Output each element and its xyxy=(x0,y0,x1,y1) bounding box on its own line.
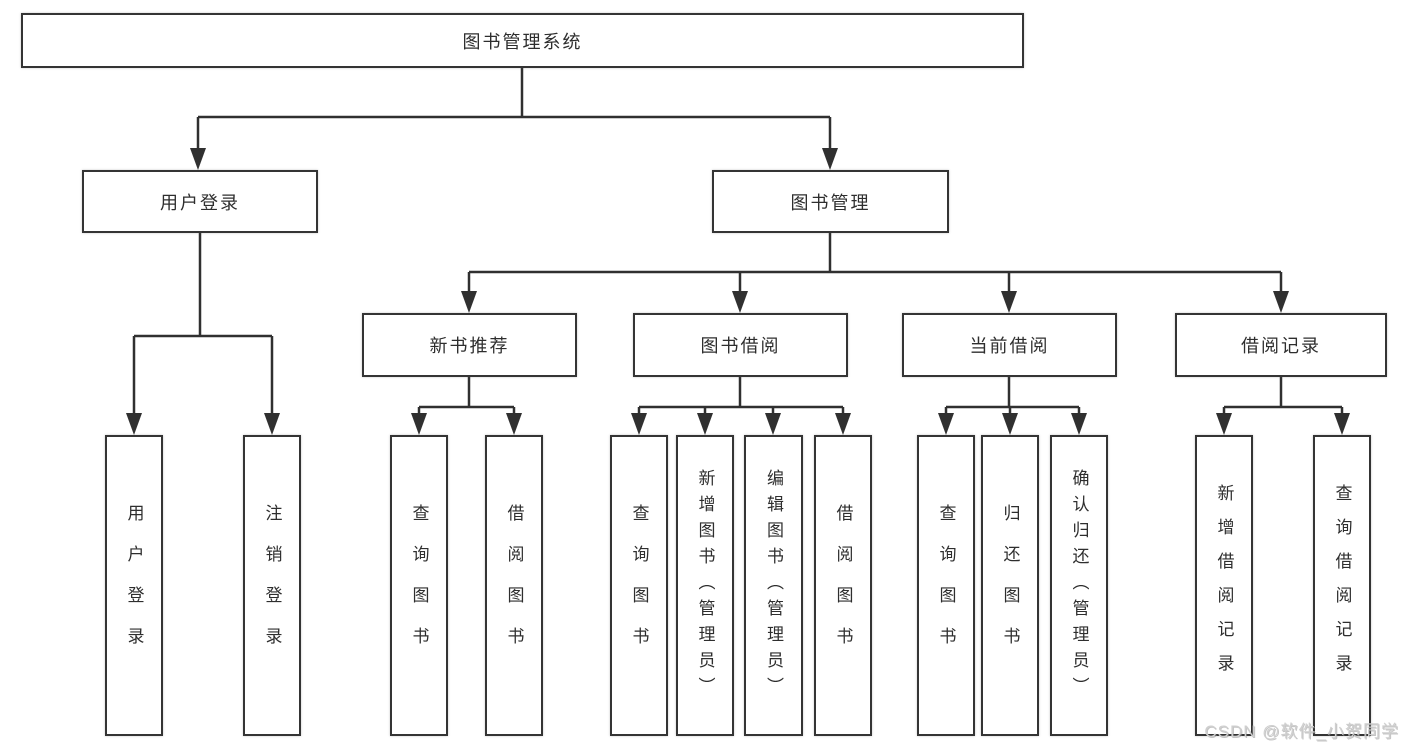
arrowheads xyxy=(126,148,1350,435)
leaf-logout-label: 注销登录 xyxy=(262,503,282,668)
leaf-query-books-borrow-label: 查询图书 xyxy=(629,503,649,668)
leaf-query-borrow-record: 查询借阅记录 xyxy=(1313,435,1371,736)
leaf-query-borrow-record-label: 查询借阅记录 xyxy=(1332,483,1352,688)
leaf-add-book-admin: 新增图书（管理员） xyxy=(676,435,734,736)
leaf-add-borrow-record-label: 新增借阅记录 xyxy=(1214,483,1234,688)
node-borrow-records: 借阅记录 xyxy=(1175,313,1387,377)
leaf-query-books-current: 查询图书 xyxy=(917,435,975,736)
node-new-book-recommend: 新书推荐 xyxy=(362,313,577,377)
leaf-return-books-label: 归还图书 xyxy=(1000,503,1020,668)
leaf-query-books-recommend-label: 查询图书 xyxy=(409,503,429,668)
leaf-add-book-admin-label: 新增图书（管理员） xyxy=(695,468,715,703)
leaf-logout: 注销登录 xyxy=(243,435,301,736)
leaf-edit-book-admin-label: 编辑图书（管理员） xyxy=(764,468,783,703)
leaf-query-books-recommend: 查询图书 xyxy=(390,435,448,736)
leaf-user-login-label: 用户登录 xyxy=(124,503,144,668)
node-book-borrow: 图书借阅 xyxy=(633,313,848,377)
node-current-borrow: 当前借阅 xyxy=(902,313,1117,377)
leaf-borrow-books-label: 借阅图书 xyxy=(833,503,853,668)
leaf-confirm-return-admin-label: 确认归还（管理员） xyxy=(1069,468,1089,703)
leaf-borrow-books-recommend: 借阅图书 xyxy=(485,435,543,736)
node-book-management: 图书管理 xyxy=(712,170,949,233)
leaf-user-login: 用户登录 xyxy=(105,435,163,736)
leaf-query-books-borrow: 查询图书 xyxy=(610,435,668,736)
leaf-query-books-current-label: 查询图书 xyxy=(936,503,956,668)
node-library-system: 图书管理系统 xyxy=(21,13,1024,68)
leaf-borrow-books: 借阅图书 xyxy=(814,435,872,736)
leaf-return-books: 归还图书 xyxy=(981,435,1039,736)
leaf-edit-book-admin: 编辑图书（管理员） xyxy=(744,435,803,736)
node-user-login: 用户登录 xyxy=(82,170,318,233)
leaf-add-borrow-record: 新增借阅记录 xyxy=(1195,435,1253,736)
leaf-borrow-books-recommend-label: 借阅图书 xyxy=(504,503,524,668)
leaf-confirm-return-admin: 确认归还（管理员） xyxy=(1050,435,1108,736)
